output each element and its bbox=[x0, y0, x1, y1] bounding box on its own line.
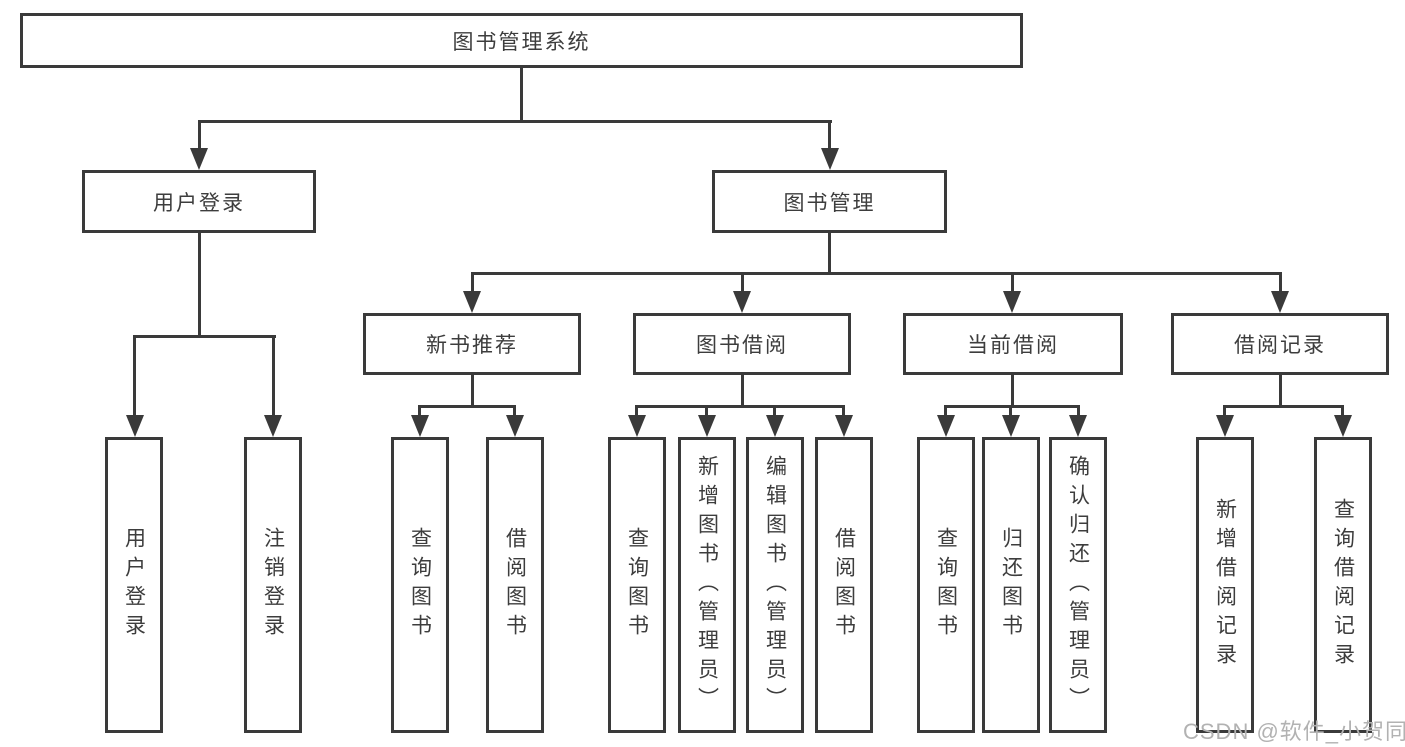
arrow-down-icon bbox=[1216, 415, 1234, 437]
connector-line bbox=[635, 405, 638, 417]
connector-line bbox=[1279, 375, 1282, 407]
connector-line bbox=[1011, 375, 1014, 407]
arrow-down-icon bbox=[1003, 291, 1021, 313]
connector-line bbox=[1223, 405, 1226, 417]
connector-line bbox=[635, 405, 845, 408]
connector-line bbox=[1011, 275, 1014, 292]
leaf-label: 确认归还（管理员） bbox=[1066, 454, 1090, 716]
connector-line bbox=[513, 405, 516, 417]
leaf-label: 新增借阅记录 bbox=[1213, 498, 1237, 672]
connector-line bbox=[1009, 405, 1012, 417]
arrow-down-icon bbox=[628, 415, 646, 437]
connector-line bbox=[1279, 275, 1282, 292]
leaf-label: 新增图书（管理员） bbox=[695, 454, 719, 716]
connector-line bbox=[471, 272, 1282, 275]
connector-line bbox=[1341, 405, 1344, 417]
arrow-down-icon bbox=[835, 415, 853, 437]
connector-line bbox=[133, 335, 276, 338]
arrow-down-icon bbox=[1271, 291, 1289, 313]
connector-line bbox=[705, 405, 708, 417]
leaf-label: 借阅图书 bbox=[832, 527, 856, 643]
node-user-login-label: 用户登录 bbox=[153, 191, 245, 215]
node-current-borrow-label: 当前借阅 bbox=[967, 334, 1059, 357]
node-book-management: 图书管理 bbox=[712, 170, 947, 233]
node-user-login: 用户登录 bbox=[82, 170, 316, 233]
leaf-edit-book-admin: 编辑图书（管理员） bbox=[746, 437, 804, 733]
arrow-down-icon bbox=[1069, 415, 1087, 437]
connector-line bbox=[741, 275, 744, 292]
connector-line bbox=[1223, 405, 1344, 408]
leaf-confirm-return-admin: 确认归还（管理员） bbox=[1049, 437, 1107, 733]
connector-line bbox=[1077, 405, 1080, 417]
leaf-query-borrow-record: 查询借阅记录 bbox=[1314, 437, 1372, 733]
connector-line bbox=[272, 338, 275, 415]
leaf-borrow-books: 借阅图书 bbox=[815, 437, 873, 733]
leaf-label: 编辑图书（管理员） bbox=[763, 454, 787, 716]
leaf-label: 查询借阅记录 bbox=[1331, 498, 1355, 672]
arrow-down-icon bbox=[411, 415, 429, 437]
arrow-down-icon bbox=[1334, 415, 1352, 437]
node-borrow-records-label: 借阅记录 bbox=[1234, 334, 1326, 357]
arrow-down-icon bbox=[264, 415, 282, 437]
arrow-down-icon bbox=[463, 291, 481, 313]
watermark: CSDN @软件_小贺同学 bbox=[1183, 719, 1405, 744]
node-book-management-label: 图书管理 bbox=[783, 191, 876, 215]
node-borrow-records: 借阅记录 bbox=[1171, 313, 1389, 375]
connector-line bbox=[198, 123, 201, 150]
leaf-label: 查询图书 bbox=[934, 527, 958, 643]
connector-line bbox=[198, 233, 201, 335]
connector-line bbox=[944, 405, 1080, 408]
leaf-user-login: 用户登录 bbox=[105, 437, 163, 733]
leaf-label: 归还图书 bbox=[999, 527, 1023, 643]
connector-line bbox=[198, 120, 832, 123]
leaf-query-books-borrow: 查询图书 bbox=[608, 437, 666, 733]
node-new-book-recommend-label: 新书推荐 bbox=[426, 334, 518, 357]
arrow-down-icon bbox=[190, 148, 208, 170]
connector-line bbox=[828, 123, 831, 150]
leaf-add-book-admin: 新增图书（管理员） bbox=[678, 437, 736, 733]
node-new-book-recommend: 新书推荐 bbox=[363, 313, 581, 375]
connector-line bbox=[471, 375, 474, 407]
connector-line bbox=[741, 375, 744, 407]
arrow-down-icon bbox=[821, 148, 839, 170]
leaf-query-books-current: 查询图书 bbox=[917, 437, 975, 733]
node-book-borrow: 图书借阅 bbox=[633, 313, 851, 375]
leaf-add-borrow-record: 新增借阅记录 bbox=[1196, 437, 1254, 733]
connector-line bbox=[944, 405, 947, 417]
arrow-down-icon bbox=[1002, 415, 1020, 437]
arrow-down-icon bbox=[937, 415, 955, 437]
connector-line bbox=[842, 405, 845, 417]
arrow-down-icon bbox=[506, 415, 524, 437]
connector-line bbox=[773, 405, 776, 417]
leaf-label: 查询图书 bbox=[408, 527, 432, 643]
connector-line bbox=[418, 405, 516, 408]
node-book-borrow-label: 图书借阅 bbox=[696, 334, 788, 357]
leaf-label: 注销登录 bbox=[261, 527, 285, 643]
leaf-return-books: 归还图书 bbox=[982, 437, 1040, 733]
node-root-label: 图书管理系统 bbox=[452, 30, 591, 54]
connector-line bbox=[520, 68, 523, 123]
leaf-label: 查询图书 bbox=[625, 527, 649, 643]
arrow-down-icon bbox=[698, 415, 716, 437]
leaf-query-books-recommend: 查询图书 bbox=[391, 437, 449, 733]
arrow-down-icon bbox=[733, 291, 751, 313]
leaf-label: 借阅图书 bbox=[503, 527, 527, 643]
connector-line bbox=[471, 275, 474, 292]
leaf-label: 用户登录 bbox=[122, 527, 146, 643]
leaf-logout: 注销登录 bbox=[244, 437, 302, 733]
arrow-down-icon bbox=[766, 415, 784, 437]
connector-line bbox=[828, 233, 831, 274]
node-current-borrow: 当前借阅 bbox=[903, 313, 1123, 375]
node-root: 图书管理系统 bbox=[20, 13, 1023, 68]
leaf-borrow-books-recommend: 借阅图书 bbox=[486, 437, 544, 733]
connector-line bbox=[418, 405, 421, 417]
connector-line bbox=[133, 338, 136, 415]
arrow-down-icon bbox=[126, 415, 144, 437]
